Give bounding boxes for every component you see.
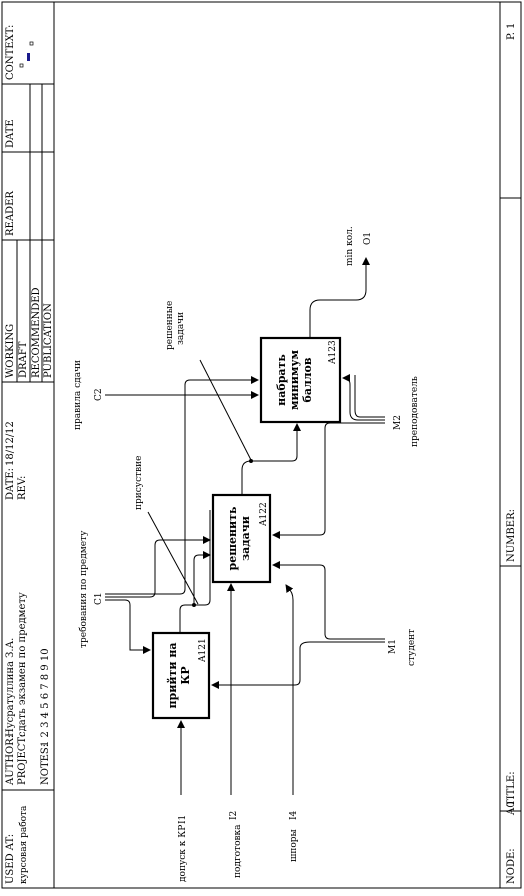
- date-value: 18/12/12: [5, 421, 16, 466]
- status-publication: PUBLICATION: [43, 303, 54, 378]
- status-working: WORKING: [5, 324, 16, 378]
- reader-label: READER: [5, 191, 16, 236]
- label-i1: допуск к КР: [178, 825, 188, 882]
- context-label: CONTEXT:: [5, 25, 16, 80]
- arrow-a121-out: [179, 510, 211, 633]
- used-at-label: USED AT:: [5, 834, 16, 884]
- code-m1: M1: [388, 639, 398, 654]
- leader-presence: [147, 511, 199, 605]
- arrow-m2-to-a123: [342, 374, 385, 421]
- arrow-i4: [285, 584, 294, 795]
- activity-box-a123[interactable]: набрать минимум баллов A123: [259, 336, 342, 424]
- arrow-a121-to-a122: [193, 551, 211, 605]
- junction-dot: [249, 459, 253, 463]
- label-c1: требования по предмету: [78, 530, 89, 648]
- box-a122-code: A122: [259, 502, 269, 527]
- arrow-m1-to-a121: [211, 641, 385, 689]
- arrow-m1-to-a122: [272, 561, 385, 640]
- page-number: P. 1: [506, 23, 517, 40]
- label-presence: присуствие: [134, 455, 144, 510]
- label-m1: студент: [407, 629, 417, 666]
- notes-values: 1 2 3 4 5 6 7 8 9 10: [40, 648, 51, 747]
- arrow-c1-to-a122: [105, 536, 211, 598]
- activity-box-a121[interactable]: прийти на КР A121: [151, 631, 211, 720]
- box-a123-line2: минимум: [288, 350, 301, 411]
- title-label: TITLE:: [506, 771, 517, 806]
- label-o1: min кол.: [345, 226, 355, 266]
- arrow-a122-to-a123: [241, 423, 301, 495]
- code-o1: O1: [363, 232, 373, 245]
- label-i2: подготовка: [233, 824, 243, 878]
- box-a121-line2: КР: [179, 666, 192, 684]
- box-a123-line3: баллов: [301, 357, 314, 402]
- arrow-m2-branch: [354, 375, 385, 418]
- junction-dot: [192, 603, 196, 607]
- project-label: PROJECT:: [17, 734, 28, 785]
- arrow-c1-to-a121: [105, 599, 151, 654]
- box-a121-code: A121: [198, 638, 208, 663]
- date-label: DATE:: [5, 468, 16, 500]
- code-c1: C1: [94, 592, 104, 605]
- label-solved-1: решенные: [165, 301, 175, 350]
- label-c2: правила сдачи: [73, 360, 83, 430]
- context-thumbnail: [19, 41, 34, 68]
- number-label: NUMBER:: [506, 509, 517, 562]
- node-value: A0: [506, 801, 517, 816]
- code-c2: C2: [94, 388, 104, 401]
- author-value: Нусратуллина З.А.: [5, 638, 16, 737]
- node-label: NODE:: [506, 848, 517, 884]
- reader-date-label: DATE: [5, 119, 16, 148]
- leader-solved: [199, 359, 252, 461]
- box-a121-line1: прийти на: [166, 642, 179, 708]
- rev-label: REV:: [17, 476, 28, 500]
- code-i4: I4: [289, 810, 299, 820]
- code-m2: M2: [393, 415, 403, 430]
- label-m2: преподователь: [410, 376, 420, 447]
- box-a123-line1: набрать: [275, 354, 288, 406]
- box-a122-line2: задачи: [239, 516, 252, 561]
- arrow-o1: [309, 257, 370, 338]
- box-a123-code: A123: [328, 340, 338, 365]
- activity-box-a122[interactable]: решенить задачи A122: [211, 493, 272, 584]
- used-at-value: курсовая работа: [18, 805, 29, 884]
- status-draft: DRAFT: [18, 341, 29, 378]
- project-value: сдать экзамен по предмету: [17, 592, 28, 737]
- author-label: AUTHOR:: [5, 735, 16, 786]
- label-solved-2: задачи: [176, 312, 186, 345]
- label-i4: шпоры: [289, 829, 299, 862]
- arrow-c1-to-a123: [105, 376, 259, 595]
- notes-label: NOTES:: [40, 744, 51, 785]
- code-i1: I1: [178, 815, 188, 824]
- status-recommended: RECOMMENDED: [31, 287, 42, 378]
- arrow-m2-to-a122: [272, 422, 385, 539]
- box-a122-line1: решенить: [226, 506, 239, 571]
- code-i2: I2: [229, 811, 239, 820]
